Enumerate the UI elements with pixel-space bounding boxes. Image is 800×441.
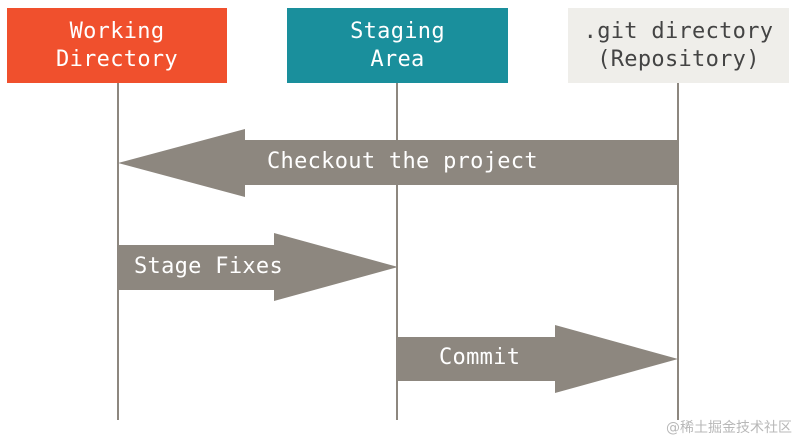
git-directory-box: .git directory (Repository) bbox=[568, 8, 789, 83]
commit-arrow-label: Commit bbox=[439, 345, 521, 370]
stage-arrow bbox=[118, 233, 398, 301]
git-directory-label-line2: (Repository) bbox=[597, 46, 760, 72]
staging-area-box: Staging Area bbox=[287, 8, 508, 83]
working-directory-label-line1: Working bbox=[69, 18, 165, 44]
stage-arrow-label: Stage Fixes bbox=[134, 254, 283, 279]
checkout-arrow bbox=[118, 129, 678, 197]
working-directory-box: Working Directory bbox=[7, 8, 227, 83]
checkout-arrow-label: Checkout the project bbox=[267, 149, 538, 174]
staging-area-label-line1: Staging bbox=[350, 18, 445, 44]
git-directory-label-line1: .git directory bbox=[583, 18, 774, 44]
watermark: @稀土掘金技术社区 bbox=[666, 420, 792, 436]
staging-area-lifeline bbox=[396, 83, 398, 420]
working-directory-label-line2: Directory bbox=[56, 46, 178, 72]
commit-arrow bbox=[398, 325, 678, 393]
git-directory-lifeline bbox=[677, 83, 679, 420]
staging-area-label-line2: Area bbox=[370, 46, 425, 72]
